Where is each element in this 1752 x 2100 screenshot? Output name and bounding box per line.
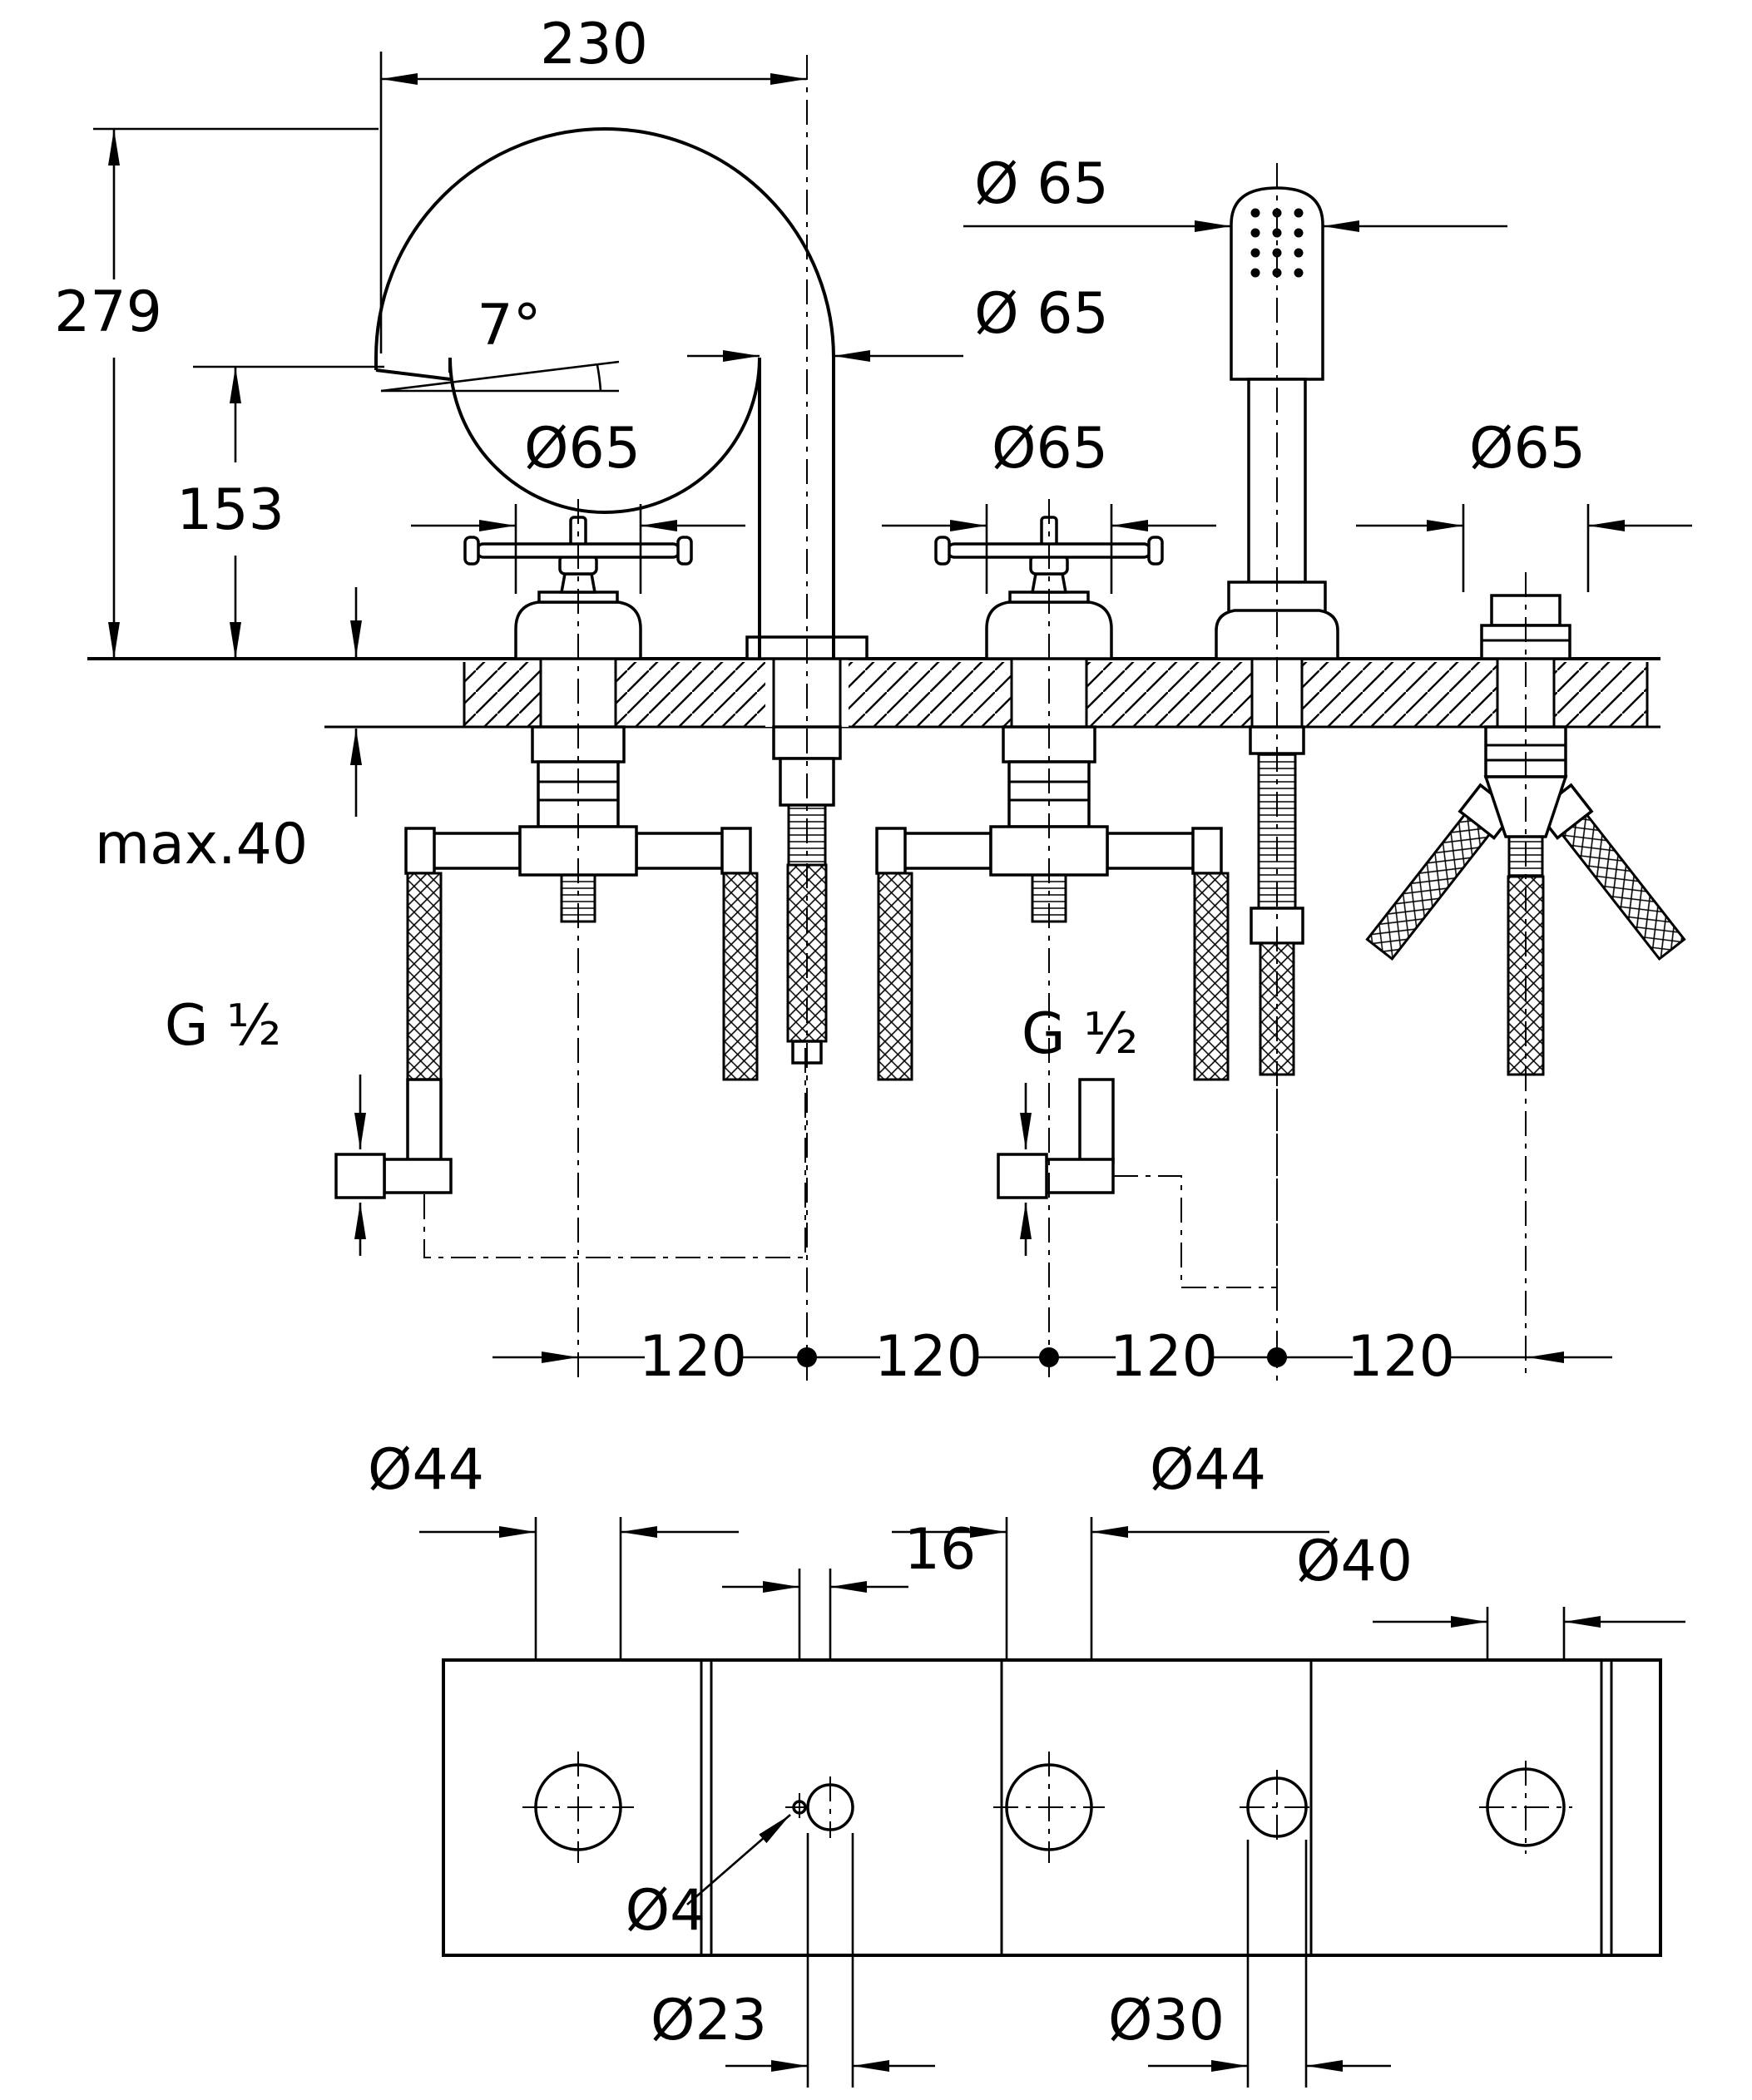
elbow-connection-left — [334, 1078, 453, 1199]
dim-left-handle-dia: Ø65 — [411, 416, 745, 594]
dim-label-max40: max.40 — [95, 812, 308, 877]
dim-right-handle-dia: Ø65 — [882, 416, 1216, 594]
dim-label-7deg: 7° — [477, 293, 541, 358]
dim-label-16: 16 — [904, 1517, 977, 1583]
dim-thread-left: G ¹⁄₂ — [165, 993, 366, 1256]
dim-pin-dia: Ø4 — [626, 1814, 791, 1944]
dim-pin-offset: 16 — [722, 1517, 976, 1660]
dim-deck-thickness: max.40 — [95, 587, 362, 877]
dim-label-g12-left: G ¹⁄₂ — [165, 993, 281, 1059]
dim-label-120-4: 120 — [1347, 1324, 1455, 1390]
hand-shower — [1215, 186, 1339, 660]
dim-diverter-hole-dia: Ø30 — [1108, 1840, 1391, 2088]
elbow-connection-center — [997, 1078, 1115, 1199]
hand-shower-holder — [1227, 581, 1327, 614]
diverter-tail — [1365, 725, 1686, 1076]
dim-hole-right-dia: Ø40 — [1296, 1529, 1685, 1662]
plan-holes — [522, 1752, 1572, 1863]
dim-label-dia44-left: Ø44 — [368, 1437, 484, 1503]
dim-label-g12-right: G ¹⁄₂ — [1022, 1001, 1138, 1067]
dim-hole-spacing: 120 120 120 120 — [492, 1324, 1612, 1390]
dim-label-dia44-mid: Ø44 — [1150, 1437, 1266, 1503]
dim-diverter-dia: Ø65 — [1356, 416, 1692, 592]
dim-label-dia65-spout: Ø 65 — [974, 281, 1109, 347]
dim-label-dia65-right: Ø65 — [992, 416, 1108, 482]
dim-hole-mid-dia: Ø44 — [892, 1437, 1329, 1662]
spout-outlet — [375, 368, 451, 381]
dim-small-hole-dia: Ø23 — [651, 1833, 935, 2088]
dim-hole-left-dia: Ø44 — [368, 1437, 739, 1662]
dim-label-153: 153 — [176, 477, 285, 543]
dim-label-dia65-handshower: Ø 65 — [974, 151, 1109, 217]
dim-label-dia4: Ø4 — [626, 1878, 706, 1944]
station-centerlines — [577, 55, 1527, 1381]
spacing-dot-3 — [1267, 1347, 1287, 1367]
dim-spout-dia: Ø 65 — [687, 281, 1109, 362]
dim-label-dia40: Ø40 — [1296, 1529, 1413, 1594]
dim-total-height: 279 — [54, 127, 379, 659]
dim-outlet-height: 153 — [176, 365, 384, 659]
dim-label-dia65-left: Ø65 — [524, 416, 641, 482]
dim-label-dia65-diverter: Ø65 — [1469, 416, 1586, 482]
dim-label-120-2: 120 — [874, 1324, 982, 1390]
dim-handshower-dia: Ø 65 — [963, 151, 1507, 232]
dim-thread-right: G ¹⁄₂ — [1020, 1001, 1138, 1256]
dim-label-120-1: 120 — [639, 1324, 747, 1390]
dim-spout-angle: 7° — [380, 293, 620, 393]
dim-spout-reach: 230 — [379, 12, 807, 353]
routing-centerlines — [423, 1046, 1278, 1288]
dim-label-dia23: Ø23 — [651, 1988, 767, 2053]
dim-label-230: 230 — [540, 12, 648, 77]
spacing-dot-1 — [797, 1347, 817, 1367]
dim-label-279: 279 — [54, 279, 162, 345]
dim-label-120-3: 120 — [1110, 1324, 1218, 1390]
spacing-dot-2 — [1039, 1347, 1059, 1367]
dim-label-dia30: Ø30 — [1108, 1988, 1225, 2053]
